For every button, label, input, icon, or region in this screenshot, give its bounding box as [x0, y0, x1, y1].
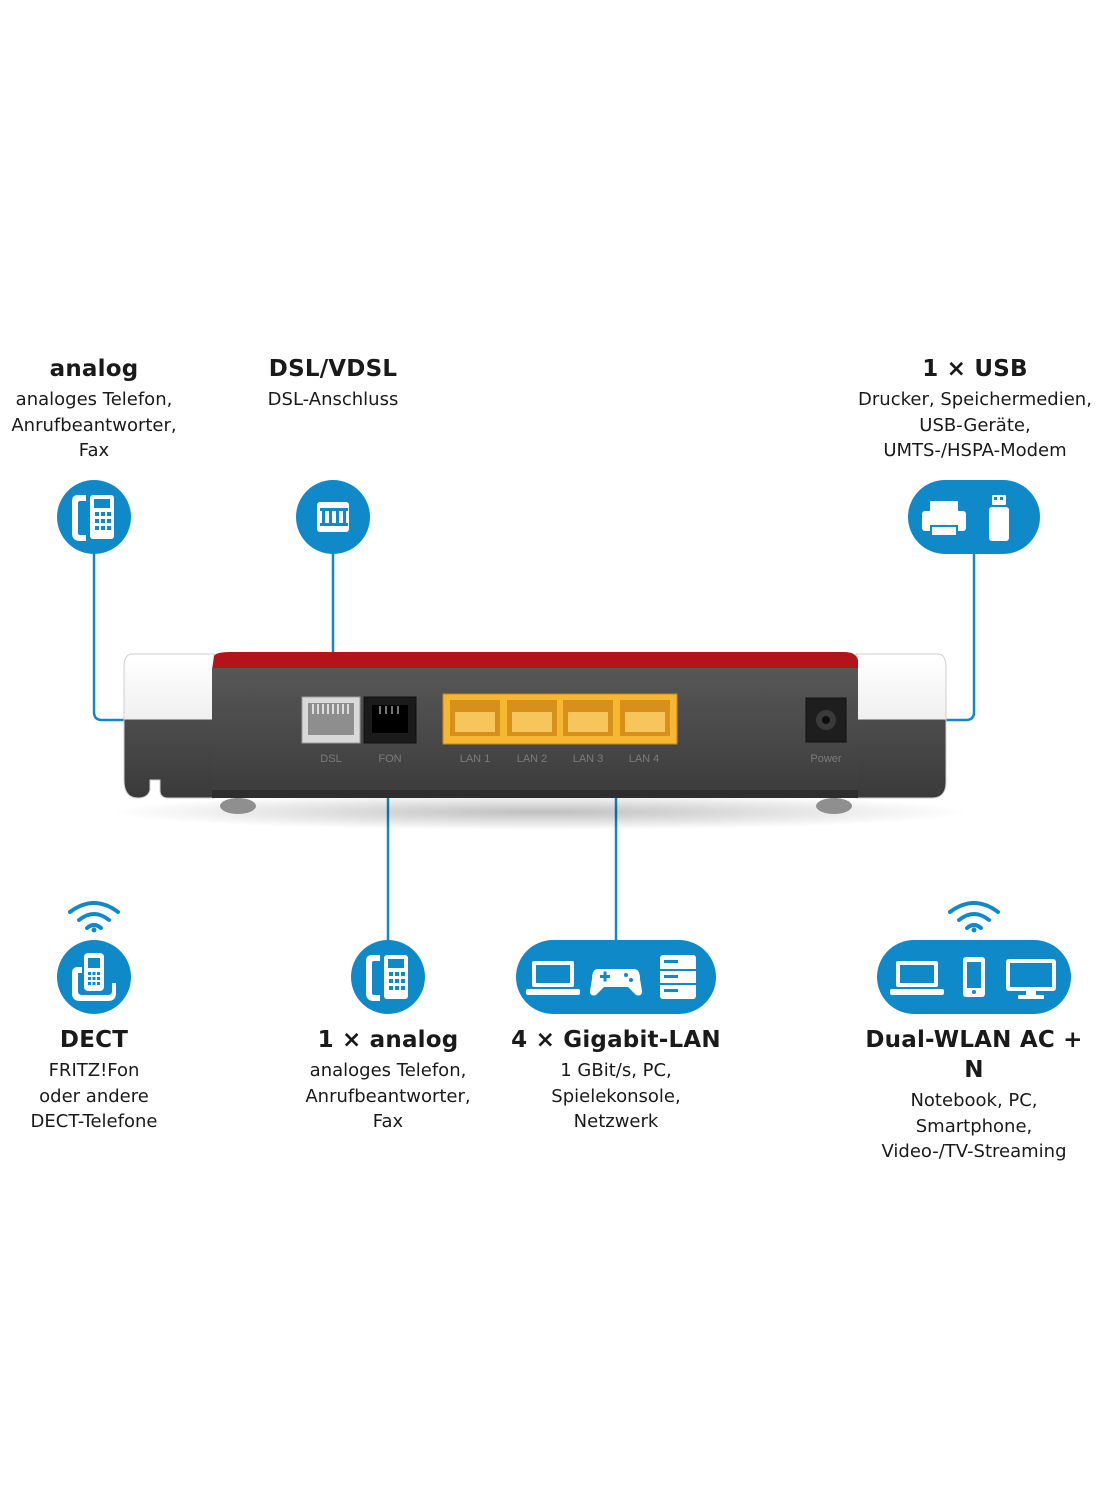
callout-description: FRITZ!Fon oder andere DECT-Telefone: [30, 1060, 158, 1132]
port-label-dsl: DSL: [320, 753, 341, 765]
router-end-left: [123, 653, 215, 799]
callout-description: 1 GBit/s, PC, Spielekonsole, Netzwerk: [551, 1060, 681, 1132]
callout-title: DECT: [59, 1027, 129, 1053]
desk-phone-icon-bottom: [351, 940, 425, 1014]
router-device: [110, 652, 970, 830]
callout-description: Notebook, PC, Smartphone, Video-/TV-Stre…: [881, 1090, 1067, 1162]
callout-lan: 4 × Gigabit-LAN 1 GBit/s, PC, Spielekons…: [506, 1025, 726, 1135]
connector-analog-top: [92, 552, 124, 722]
router-foot-left: [220, 798, 256, 814]
port-label-lan4: LAN 4: [629, 753, 660, 765]
callout-title: analog: [49, 356, 139, 382]
router-foot-right: [816, 798, 852, 814]
desk-phone-icon: [57, 480, 131, 554]
callout-title: 4 × Gigabit-LAN: [511, 1027, 721, 1053]
callout-dect: DECT FRITZ!Fon oder andere DECT-Telefone: [4, 1025, 184, 1135]
dsl-splitter-icon: [296, 480, 370, 554]
connector-usb: [944, 552, 976, 722]
port-label-lan1: LAN 1: [460, 753, 491, 765]
laptop-icon-wlan: [890, 961, 944, 995]
callout-title: DSL/VDSL: [268, 356, 398, 382]
router-top-red: [212, 652, 858, 670]
callout-title: Dual-WLAN AC + N: [865, 1027, 1083, 1083]
callout-wlan: Dual-WLAN AC + N Notebook, PC, Smartphon…: [854, 1025, 1094, 1165]
gamepad-icon: [590, 969, 642, 996]
port-label-power: Power: [810, 753, 842, 765]
laptop-icon: [526, 961, 580, 995]
router-end-right: [855, 653, 947, 799]
callout-title: 1 × analog: [317, 1027, 459, 1053]
monitor-icon: [1006, 959, 1056, 999]
usb-icon-badge: [908, 480, 1040, 554]
port-label-fon: FON: [378, 753, 401, 765]
server-icon: [660, 955, 696, 999]
wifi-icon: [68, 901, 120, 933]
callout-analog-top: analog analoges Telefon, Anrufbeantworte…: [0, 354, 188, 464]
callout-description: DSL-Anschluss: [267, 389, 399, 410]
fon-port: [363, 696, 417, 744]
smartphone-icon: [963, 957, 985, 997]
wifi-icon-wlan: [948, 901, 1000, 933]
printer-icon: [922, 501, 966, 535]
router-port-labels: DSL FON LAN 1 LAN 2 LAN 3 LAN 4 Power: [320, 753, 842, 765]
callout-analog-bottom: 1 × analog analoges Telefon, Anrufbeantw…: [288, 1025, 488, 1135]
port-label-lan2: LAN 2: [517, 753, 548, 765]
callout-description: analoges Telefon, Anrufbeantworter, Fax: [305, 1060, 471, 1132]
callout-title: 1 × USB: [922, 356, 1028, 382]
callout-description: analoges Telefon, Anrufbeantworter, Fax: [11, 389, 177, 461]
cordless-phone-icon: [57, 940, 131, 1014]
callout-dsl: DSL/VDSL DSL-Anschluss: [230, 354, 436, 413]
callout-description: Drucker, Speichermedien, USB-Geräte, UMT…: [858, 389, 1092, 461]
wlan-icon-badge: [877, 940, 1071, 1014]
dsl-port: [301, 696, 361, 744]
lan-ports: [442, 693, 678, 745]
port-label-lan3: LAN 3: [573, 753, 604, 765]
power-jack: [805, 697, 847, 743]
router-shadow: [110, 794, 970, 830]
callout-usb: 1 × USB Drucker, Speichermedien, USB-Ger…: [844, 354, 1106, 464]
lan-icon-badge: [516, 940, 716, 1014]
usb-stick-icon: [989, 495, 1009, 541]
